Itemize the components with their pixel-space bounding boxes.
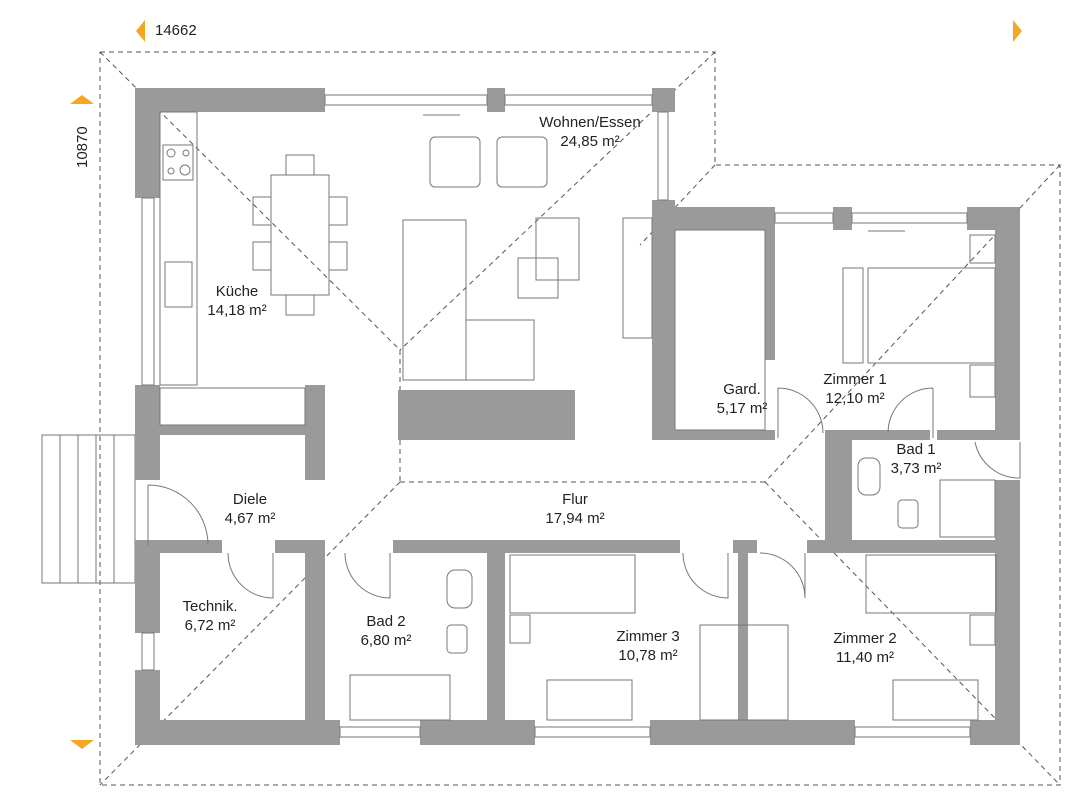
room-name: Bad 1 — [896, 441, 936, 458]
room-label-wohnen: Wohnen/Essen 24,85 m² — [539, 113, 640, 151]
dimension-markers — [70, 20, 1022, 749]
room-label-zimmer1: Zimmer 1 12,10 m² — [823, 370, 886, 408]
room-area: 10,78 m² — [618, 647, 678, 664]
room-name: Küche — [215, 283, 259, 300]
windows — [141, 94, 971, 738]
room-area: 12,10 m² — [825, 390, 885, 407]
doors — [147, 387, 1021, 599]
arrow-down-icon — [70, 740, 94, 749]
room-name: Wohnen/Essen — [539, 114, 641, 131]
entrance-steps — [41, 434, 136, 584]
room-area: 11,40 m² — [835, 649, 895, 666]
room-label-zimmer3: Zimmer 3 10,78 m² — [616, 627, 679, 665]
height-dimension: 10870 — [74, 126, 91, 168]
room-area: 24,85 m² — [560, 133, 620, 150]
room-label-diele: Diele 4,67 m² — [225, 490, 276, 528]
width-dimension: 14662 — [155, 22, 197, 39]
arrow-up-icon — [70, 95, 94, 104]
room-name: Zimmer 1 — [823, 371, 887, 388]
roof-outline — [99, 51, 1061, 786]
room-label-zimmer2: Zimmer 2 11,40 m² — [833, 629, 896, 667]
room-label-bad1: Bad 1 3,73 m² — [891, 440, 942, 478]
room-area: 4,67 m² — [224, 510, 276, 527]
room-name: Diele — [232, 491, 268, 508]
room-area: 14,18 m² — [207, 302, 267, 319]
room-label-gard: Gard. 5,17 m² — [717, 380, 768, 418]
room-area: 6,80 m² — [360, 632, 412, 649]
room-area: 3,73 m² — [890, 460, 942, 477]
arrow-left-icon — [136, 20, 145, 42]
walls — [135, 88, 1020, 745]
room-label-flur: Flur 17,94 m² — [545, 490, 604, 528]
room-name: Gard. — [723, 381, 761, 398]
room-label-kueche: Küche 14,18 m² — [207, 282, 266, 320]
room-name: Flur — [562, 491, 588, 508]
room-name: Technik. — [182, 598, 238, 615]
room-label-bad2: Bad 2 6,80 m² — [361, 612, 412, 650]
room-name: Zimmer 2 — [833, 630, 897, 647]
furniture — [159, 111, 997, 721]
room-area: 6,72 m² — [184, 617, 236, 634]
room-name: Zimmer 3 — [616, 628, 680, 645]
room-label-technik: Technik. 6,72 m² — [182, 597, 237, 635]
room-area: 5,17 m² — [716, 400, 768, 417]
room-name: Bad 2 — [366, 613, 406, 630]
room-area: 17,94 m² — [545, 510, 605, 527]
arrow-right-icon — [1013, 20, 1022, 42]
